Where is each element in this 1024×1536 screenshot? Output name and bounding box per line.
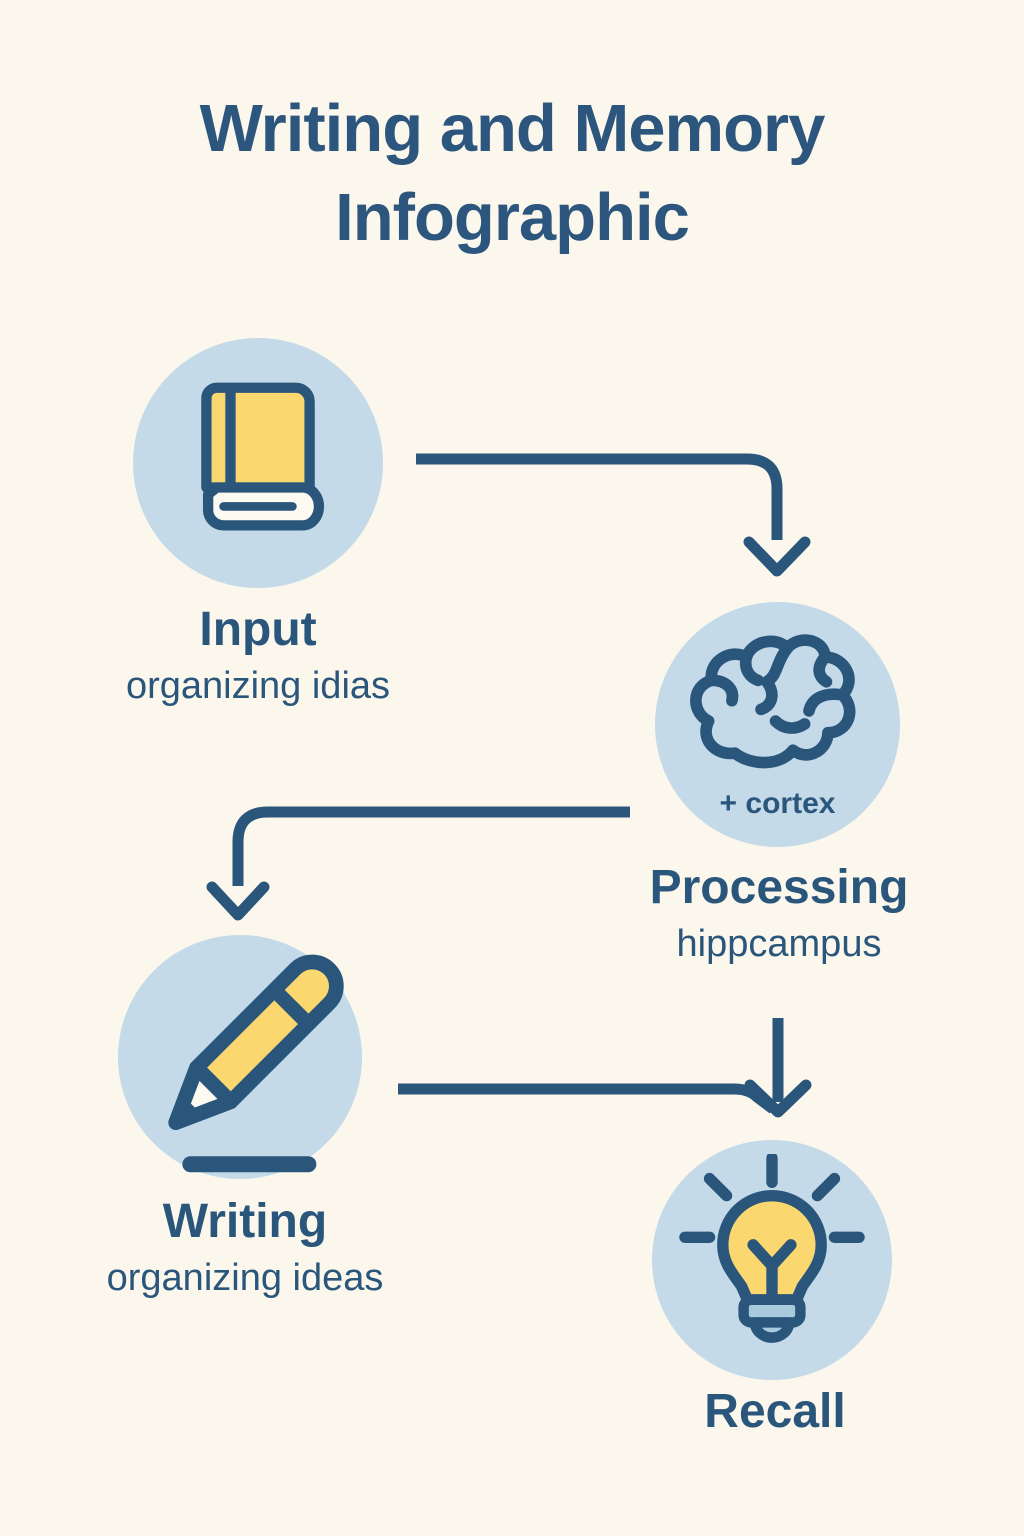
processing-sublabel: hippcampus: [676, 922, 882, 965]
input-sublabel: organizing idias: [125, 664, 391, 707]
processing-icon-caption: + cortex: [719, 787, 836, 820]
writing-label: Writing: [162, 1195, 328, 1248]
input-labels: Input organizing idias: [28, 603, 488, 708]
writing-labels: Writing organizing ideas: [15, 1195, 475, 1300]
recall-labels: Recall: [545, 1385, 1005, 1439]
arrow-writing-to-recall: [398, 1018, 812, 1118]
processing-label: Processing: [649, 861, 909, 914]
recall-node-circle: [652, 1140, 892, 1380]
writing-node-circle: [118, 935, 362, 1179]
arrow-input-to-processing: [416, 453, 811, 577]
input-node-circle: [133, 338, 383, 588]
pencil-icon: [168, 954, 344, 1173]
input-label: Input: [199, 603, 317, 656]
page-title: Writing and Memory Infographic: [199, 91, 826, 256]
processing-labels: Processing hippcampus: [549, 861, 1009, 966]
processing-node-circle: + cortex: [655, 602, 900, 847]
book-icon: [201, 382, 325, 531]
brain-icon: [690, 634, 856, 769]
recall-label: Recall: [704, 1385, 846, 1438]
lightbulb-icon: [679, 1154, 865, 1343]
writing-sublabel: organizing ideas: [106, 1256, 384, 1299]
